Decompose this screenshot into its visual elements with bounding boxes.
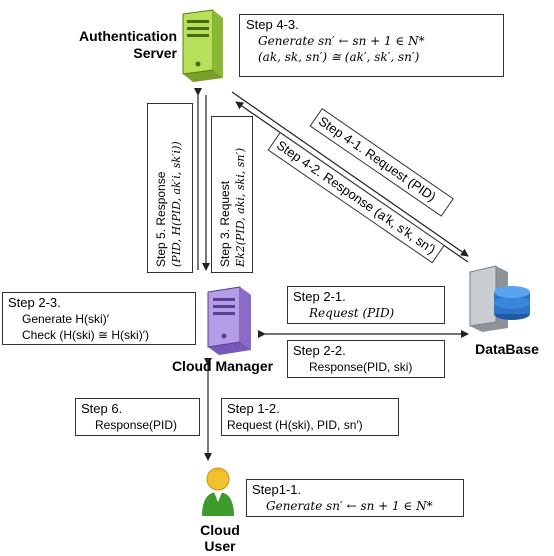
step-3-box: Step 3. Request Ek2(PID, aki, ski, sn′) — [211, 116, 253, 273]
step-1-1-title: Step1-1. — [252, 482, 302, 497]
step-2-3-line1: Generate H(ski)′ — [22, 312, 109, 326]
step-1-1-box: Step1-1. Generate sn′ ← sn + 1 ∈ N* — [246, 479, 464, 517]
step-4-3-line1: Generate sn′ ← sn + 1 ∈ N* — [258, 34, 425, 48]
step-5-box: Step 5. Response (PID, H(PID, ak′i, sk′i… — [147, 103, 193, 273]
user-icon — [202, 467, 234, 516]
step-2-2-box: Step 2-2. Response(PID, ski) — [287, 340, 445, 378]
step-1-2-box: Step 1-2. Request (H(ski), PID, sn′) — [221, 398, 399, 436]
step-2-3-line2: Check (H(ski) ≅ H(ski)′) — [22, 328, 149, 342]
step-1-1-line1: Generate sn′ ← sn + 1 ∈ N* — [266, 499, 433, 513]
step-4-3-line2: (ak, sk, sn′) ≅ (ak′, sk′, sn′) — [258, 50, 420, 64]
server-icon — [182, 9, 223, 82]
step-6-title: Step 6. — [81, 401, 123, 416]
cloud-user-label: Cloud User — [185, 522, 255, 554]
step-2-1-title: Step 2-1. — [293, 289, 346, 304]
step-5-line2: (PID, H(PID, ak′i, sk′i)) — [170, 141, 183, 267]
step-2-3-title: Step 2-3. — [8, 295, 61, 310]
database-label: DataBase — [475, 341, 539, 357]
auth-server-label: Authentication Server — [79, 28, 177, 61]
step-5-line1: Step 5. Response — [154, 171, 168, 267]
step-2-1-line1: Request (PID) — [309, 306, 395, 320]
step-1-2-line1: Request (H(ski), PID, sn′) — [227, 418, 363, 432]
cloud-manager-label: Cloud Manager — [171, 358, 274, 374]
database-icon — [469, 265, 530, 332]
as-to-db-arrow — [231, 91, 469, 257]
step-2-2-title: Step 2-2. — [293, 343, 346, 358]
step-6-box: Step 6. Response(PID) — [75, 398, 200, 436]
cloud-manager-icon — [207, 286, 251, 355]
step-6-line1: Response(PID) — [95, 418, 178, 432]
step-2-2-line1: Response(PID, ski) — [309, 360, 413, 374]
step-2-1-box: Step 2-1. Request (PID) — [287, 286, 445, 324]
cloud-user-label-line1: Cloud — [200, 522, 240, 538]
cloud-user-label-line2: User — [204, 538, 236, 554]
step-1-2-title: Step 1-2. — [227, 401, 280, 416]
step-4-3-title: Step 4-3. — [246, 17, 299, 32]
step-2-3-box: Step 2-3. Generate H(ski)′ Check (H(ski)… — [2, 292, 196, 345]
step-3-line1: Step 3. Request — [218, 180, 232, 267]
step-4-3-box: Step 4-3. Generate sn′ ← sn + 1 ∈ N* (ak… — [239, 14, 504, 77]
step-3-line2: Ek2(PID, aki, ski, sn′) — [234, 147, 247, 267]
